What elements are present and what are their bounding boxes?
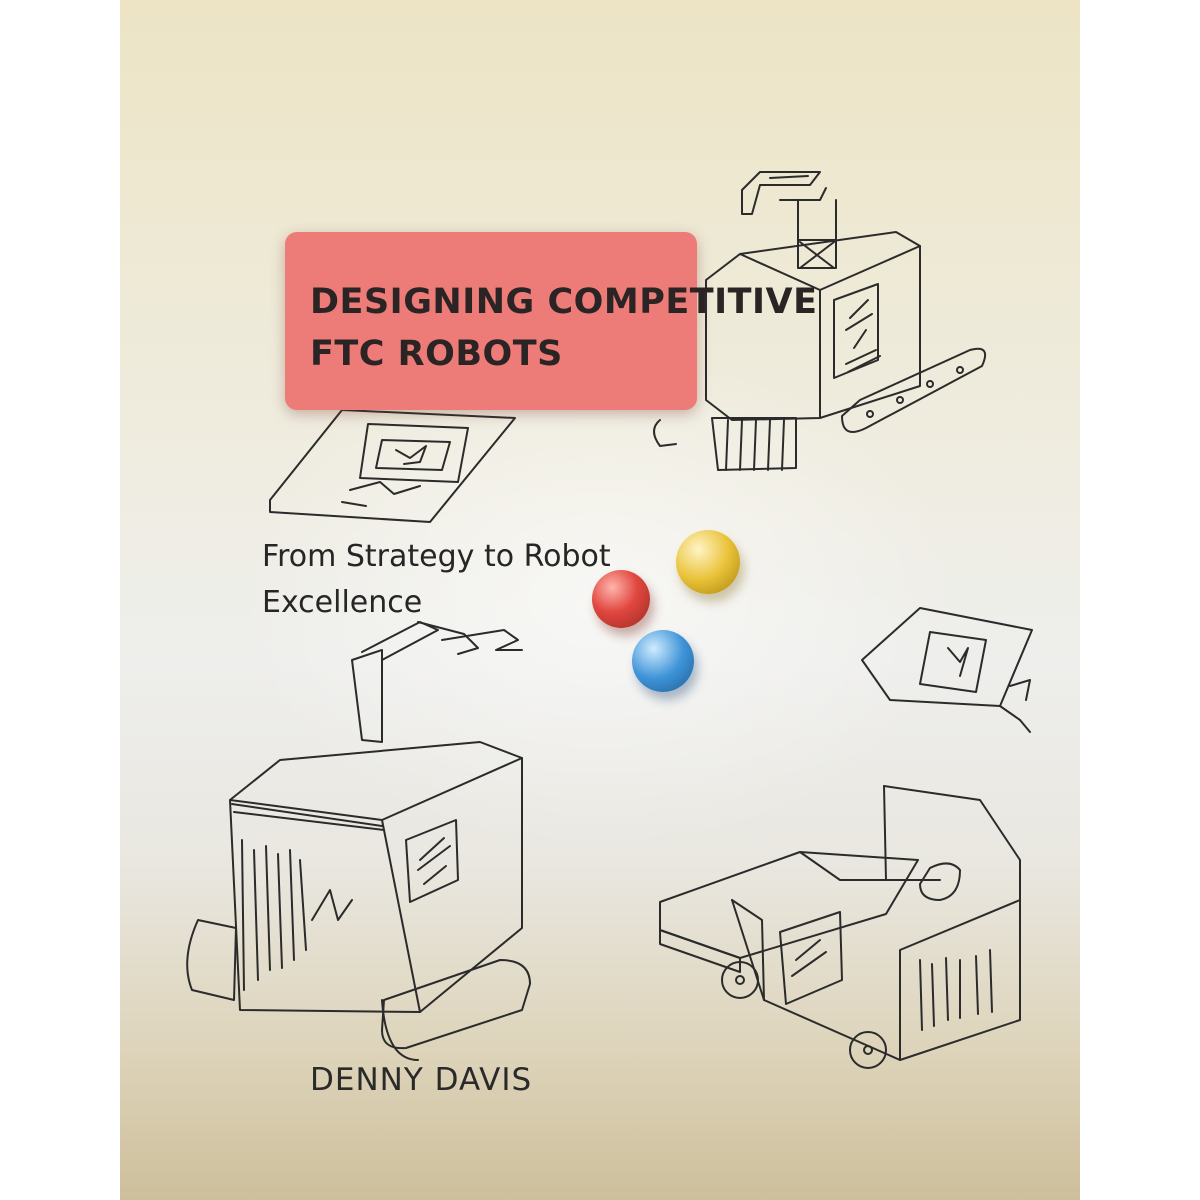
cart-robot-sketch (659, 785, 1021, 1069)
red-ball (592, 570, 650, 628)
yellow-ball (676, 530, 740, 594)
arm-robot-sketch (186, 621, 531, 1061)
book-subtitle-line-2: Excellence (262, 585, 423, 620)
blue-ball (632, 630, 694, 692)
book-title: DESIGNING COMPETITIVE FTC ROBOTS (310, 276, 870, 380)
tracked-robot-sketch (653, 171, 986, 471)
book-author: DENNY DAVIS (310, 1062, 533, 1098)
field-sheet-sketch (269, 409, 516, 523)
book-title-line-1: DESIGNING COMPETITIVE (310, 282, 818, 322)
title-box (285, 232, 697, 410)
book-subtitle: From Strategy to Robot Excellence (262, 534, 702, 626)
robot-sketches-illustration (186, 171, 1033, 1069)
book-title-line-2: FTC ROBOTS (310, 334, 563, 374)
book-cover: DESIGNING COMPETITIVE FTC ROBOTS From St… (120, 0, 1080, 1200)
field-sheet-sketch-right (861, 607, 1033, 733)
book-subtitle-line-1: From Strategy to Robot (262, 539, 611, 574)
